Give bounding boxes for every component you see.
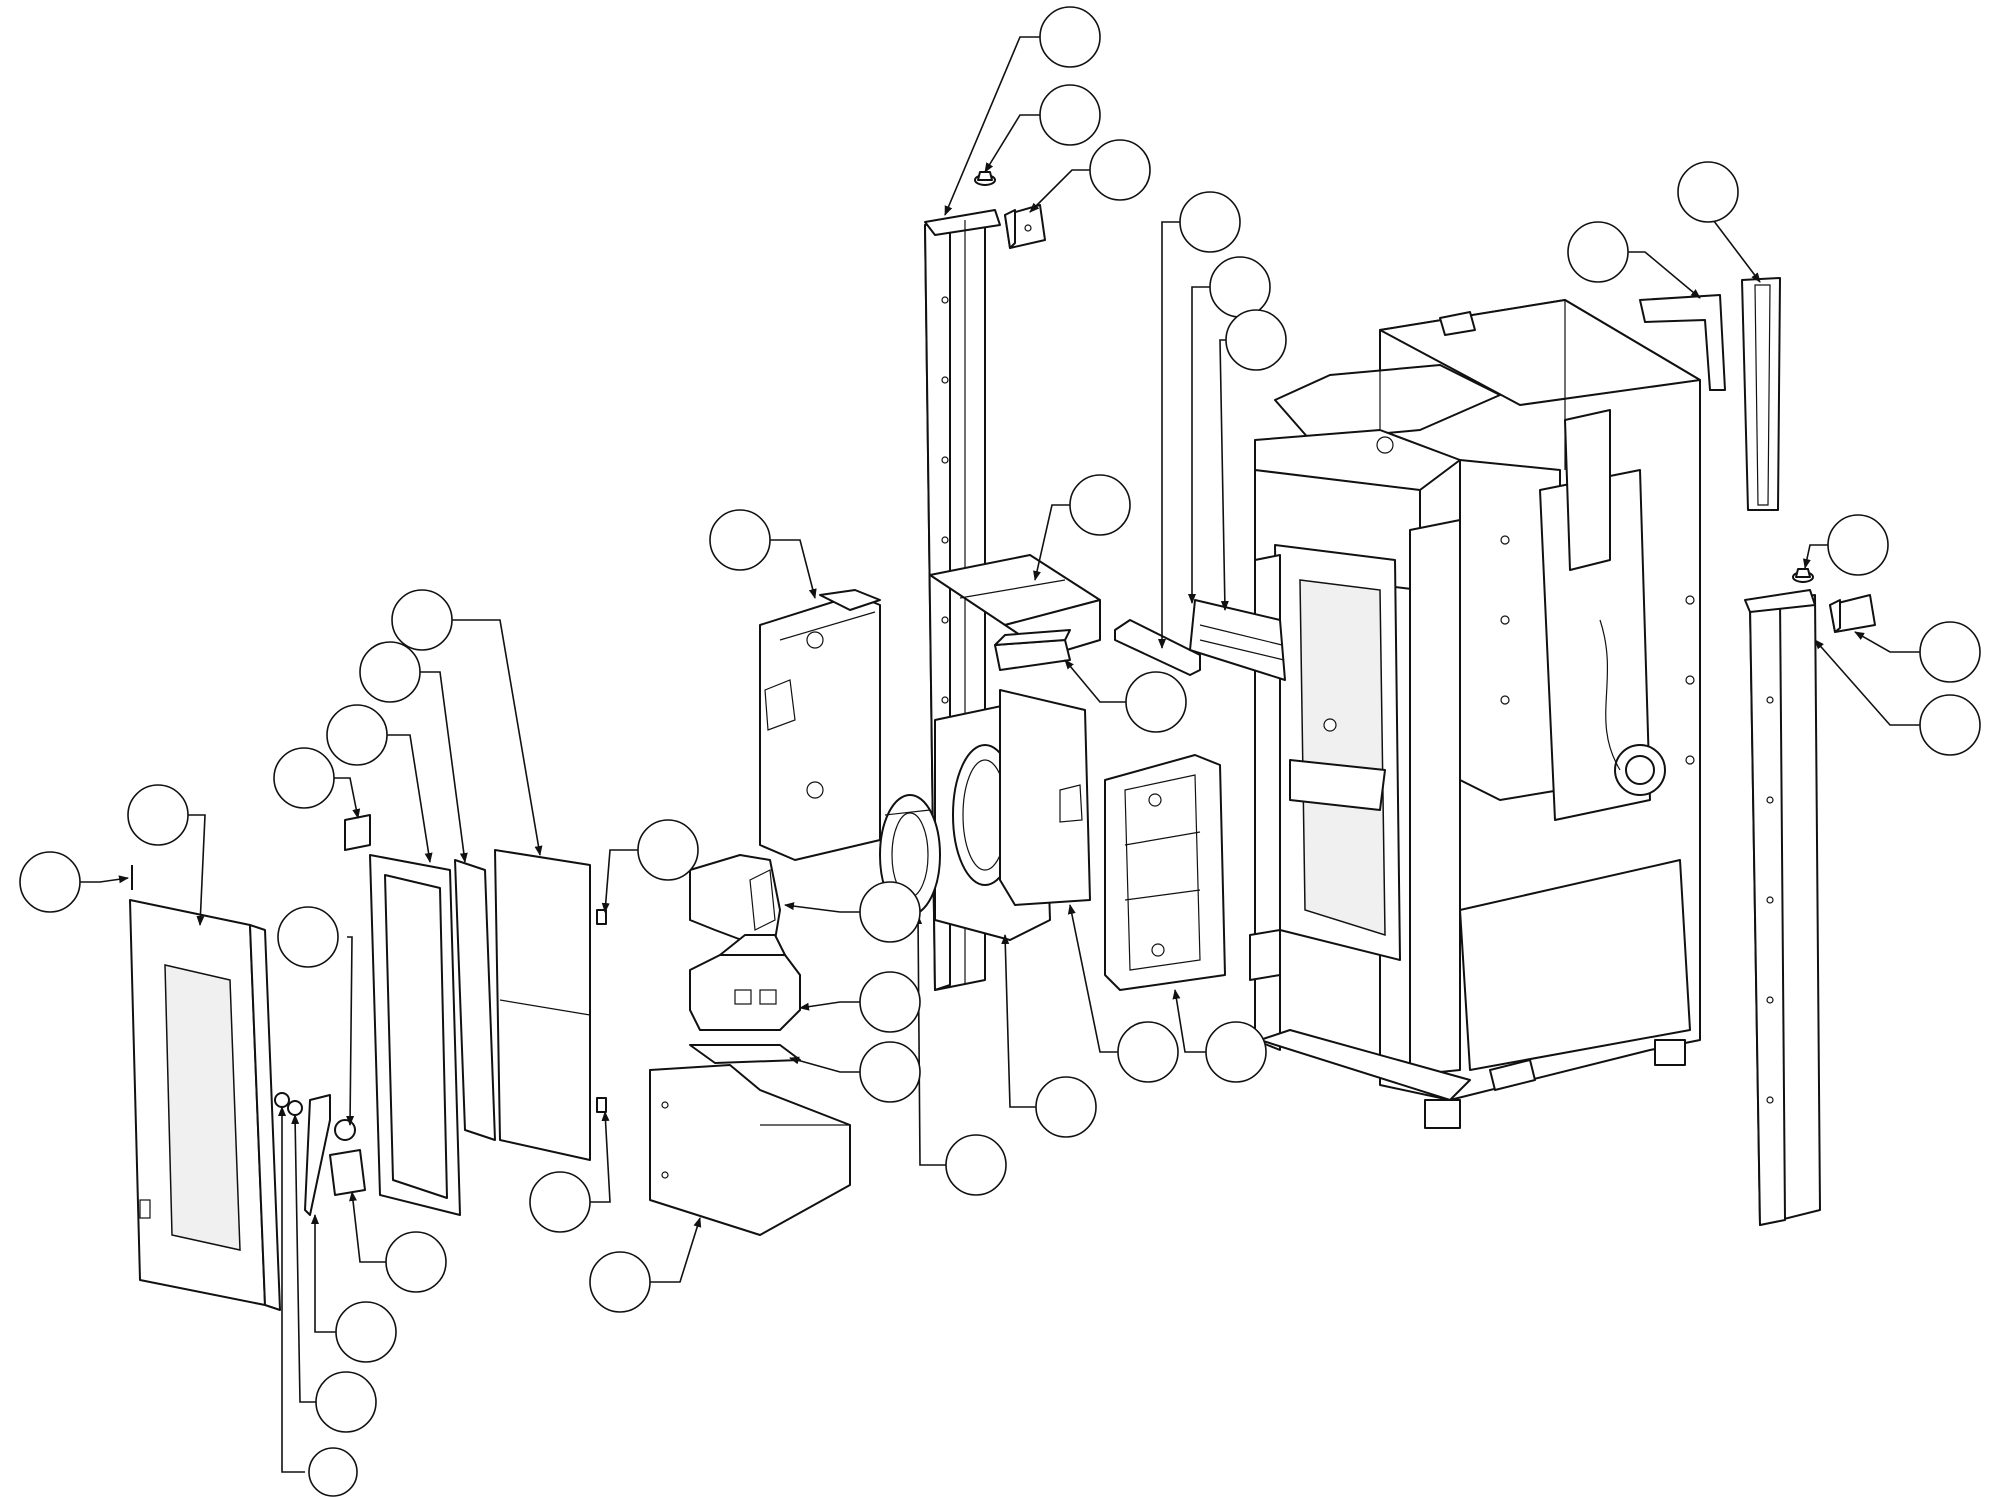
angle-bar — [1114, 619, 1201, 676]
callout-bubble — [1205, 1021, 1267, 1083]
callout-bubble — [326, 704, 388, 766]
callout-bubble — [127, 784, 189, 846]
top-right-rail — [1741, 277, 1781, 511]
door-support-bracket — [1189, 599, 1286, 681]
leader-lines — [78, 36, 1922, 1473]
right-rail-bracket — [1829, 594, 1876, 633]
callout-bubble — [637, 819, 699, 881]
callout-bubble — [273, 747, 335, 809]
callout-bubble — [1089, 139, 1151, 201]
top-right-handle — [1639, 294, 1726, 391]
callout-bubble — [859, 1041, 921, 1103]
stove-main-body — [1249, 299, 1701, 1129]
side-brick-panel — [999, 689, 1091, 906]
callout-bubble — [1677, 161, 1739, 223]
callout-bubble — [277, 906, 339, 968]
callout-bubbles — [19, 6, 1981, 1497]
callout-bubble — [335, 1301, 397, 1363]
burn-pot-gasket — [689, 1044, 801, 1064]
callout-bubble — [859, 881, 921, 943]
callout-bubble — [1919, 694, 1981, 756]
callout-bubble — [315, 1371, 377, 1433]
callout-bubble — [1225, 309, 1287, 371]
callout-bubble — [359, 641, 421, 703]
callout-bubble — [945, 1134, 1007, 1196]
door-glass-gasket-inner — [454, 859, 496, 1141]
callout-bubble — [1567, 221, 1629, 283]
burn-pot — [689, 934, 801, 1031]
callout-bubble — [589, 1251, 651, 1313]
callout-bubble — [1069, 474, 1131, 536]
callout-bubble — [1125, 671, 1187, 733]
deflector — [994, 629, 1071, 671]
callout-bubble — [19, 851, 81, 913]
back-firewall-panel — [759, 589, 881, 861]
fire-chamber-cover — [689, 854, 781, 946]
glass-clips — [596, 909, 607, 1113]
door-glass — [494, 849, 591, 1161]
callout-bubble — [709, 509, 771, 571]
callout-bubble — [1209, 256, 1271, 318]
callout-bubble — [1035, 1076, 1097, 1138]
callout-bubble — [1919, 621, 1981, 683]
right-rail-cap — [1792, 568, 1814, 583]
rail-cap — [974, 171, 996, 186]
callout-bubble — [1827, 514, 1889, 576]
ash-pan — [649, 1064, 851, 1236]
door-glass-gasket-outer — [369, 854, 461, 1216]
callout-bubble — [1039, 6, 1101, 68]
callout-bubble — [391, 589, 453, 651]
callout-bubble — [859, 971, 921, 1033]
front-door — [129, 899, 281, 1311]
grate-frame — [1104, 754, 1226, 991]
callout-bubble — [308, 1447, 358, 1497]
door-hinge-set — [274, 814, 371, 1216]
callout-bubble — [385, 1231, 447, 1293]
callout-bubble — [529, 1171, 591, 1233]
callout-bubble — [1039, 84, 1101, 146]
right-side-rail — [1744, 589, 1821, 1226]
callout-bubble — [1117, 1021, 1179, 1083]
callout-bubble — [1179, 191, 1241, 253]
rail-bracket — [1004, 204, 1046, 249]
